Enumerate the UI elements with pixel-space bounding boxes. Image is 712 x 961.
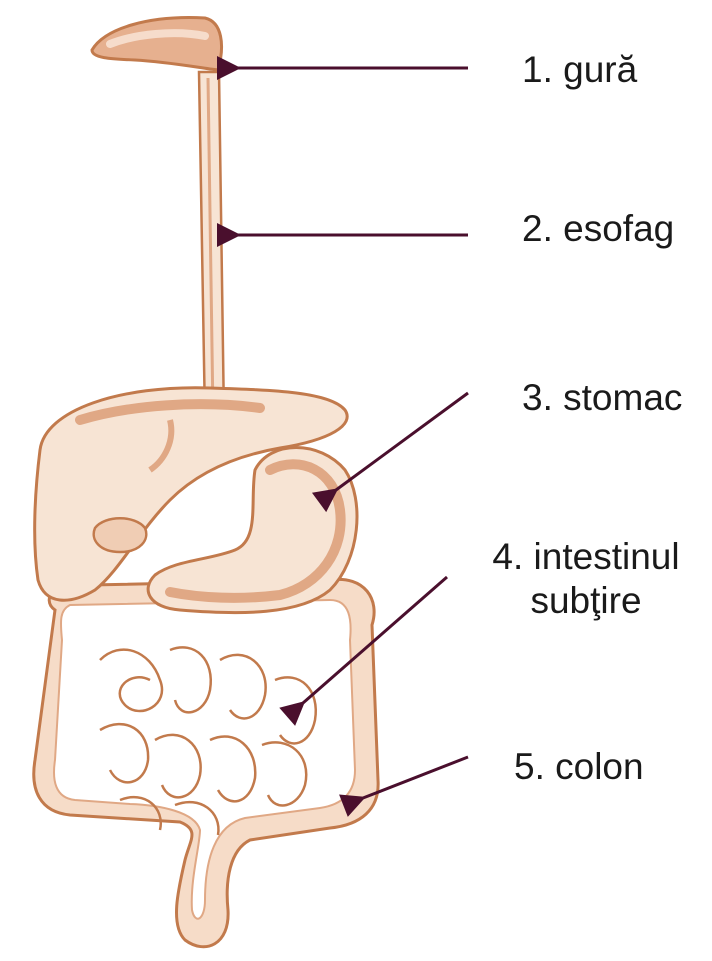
gallbladder-shape xyxy=(94,518,147,552)
label-small-intestine-line2: subţire xyxy=(466,579,706,623)
label-esophagus: 2. esofag xyxy=(522,207,674,251)
arrow-stomach xyxy=(336,393,468,490)
label-small-intestine: 4. intestinul subţire xyxy=(466,535,706,624)
label-small-intestine-line1: 4. intestinul xyxy=(466,535,706,579)
label-stomach: 3. stomac xyxy=(522,376,682,420)
label-mouth: 1. gură xyxy=(522,48,637,92)
colon-shape xyxy=(34,579,378,946)
mouth-shape xyxy=(92,18,222,70)
esophagus-shape xyxy=(199,72,224,420)
label-colon: 5. colon xyxy=(514,745,644,789)
